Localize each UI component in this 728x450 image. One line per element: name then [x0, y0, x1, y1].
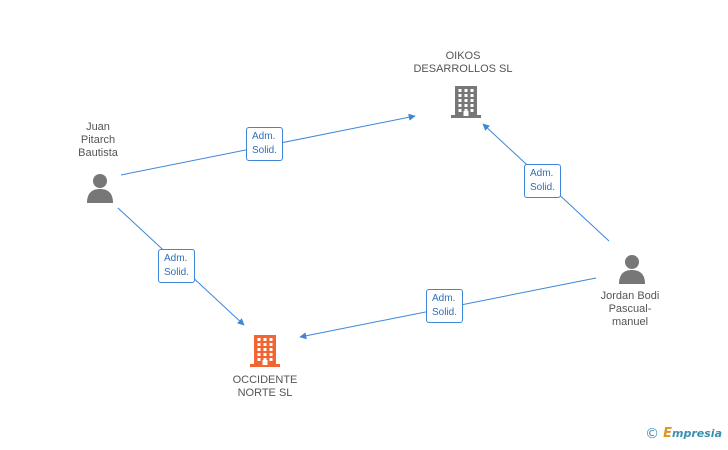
edge-label-jordan-oikos[interactable]: Adm. Solid.	[524, 164, 562, 198]
person-icon[interactable]	[617, 254, 647, 284]
brand-watermark[interactable]: ©Empresia	[645, 426, 722, 442]
edge-label-juan-oikos[interactable]: Adm. Solid.	[246, 127, 284, 161]
edge-label-juan-occidente[interactable]: Adm. Solid.	[158, 249, 196, 283]
person-icon[interactable]	[85, 173, 115, 203]
node-label-oikos: OIKOS DESARROLLOS SL	[413, 50, 513, 75]
node-label-juan: Juan Pitarch Bautista	[78, 121, 118, 159]
building-icon[interactable]	[248, 333, 282, 369]
copyright-symbol: ©	[645, 426, 660, 442]
brand-name: mpresia	[672, 427, 722, 440]
edge-label-jordan-occidente[interactable]: Adm. Solid.	[426, 289, 464, 323]
brand-initial: E	[663, 426, 673, 441]
building-icon[interactable]	[449, 84, 483, 120]
node-label-jordan: Jordan Bodi Pascual- manuel	[600, 290, 660, 328]
node-label-occidente: OCCIDENTE NORTE SL	[232, 374, 298, 399]
